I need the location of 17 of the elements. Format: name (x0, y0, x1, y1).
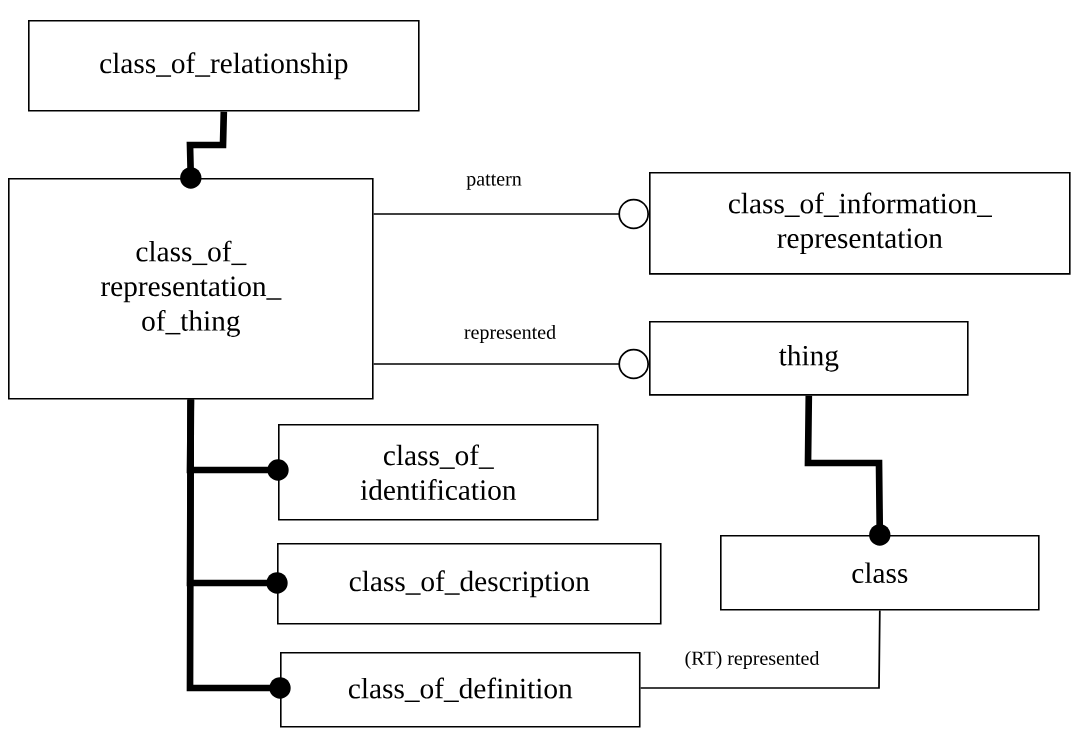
connector (186, 399, 291, 699)
class-box: class (720, 535, 1040, 611)
class-box: class_of_ representation_ of_thing (8, 178, 374, 400)
class-box: thing (649, 321, 969, 396)
class-box: class_of_information_ representation (649, 172, 1071, 275)
edge-label: represented (462, 323, 558, 345)
connector (180, 111, 228, 189)
connector-line (639, 609, 881, 689)
class-box: class_of_description (277, 543, 662, 625)
connector (372, 198, 649, 230)
connector (372, 348, 649, 380)
edge-label: (RT) represented (683, 649, 821, 671)
class-box: class_of_definition (280, 652, 641, 728)
connector (804, 395, 891, 546)
class-box: class_of_ identification (278, 424, 599, 521)
edge-label: pattern (464, 172, 524, 192)
class-box: class_of_relationship (28, 20, 420, 112)
